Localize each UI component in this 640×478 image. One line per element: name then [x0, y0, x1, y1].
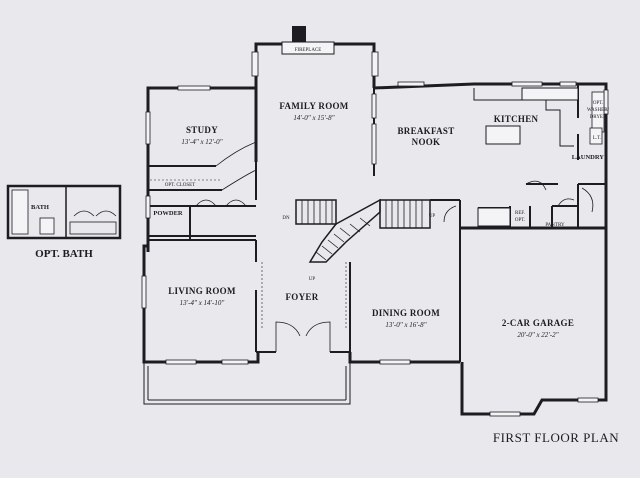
stairs [295, 198, 431, 263]
plan-title: FIRST FLOOR PLAN [493, 430, 619, 445]
lt-label: L.T. [593, 136, 601, 141]
dining-room-label: DINING ROOM [372, 308, 440, 318]
pantry-label: PANTRY [545, 223, 565, 228]
garage-label: 2-CAR GARAGE [502, 318, 574, 328]
opt-bath-drawing [6, 184, 122, 240]
stairs-up-top-label: UP [429, 214, 436, 219]
stairs-dn-label: DN [282, 216, 290, 221]
breakfast-label-1: BREAKFAST [397, 126, 454, 136]
opening-lines [150, 179, 347, 330]
ref-label-1: REF. [515, 211, 525, 216]
garage-dims: 20'-0" x 22'-2" [517, 331, 558, 339]
dining-room-dims: 13'-0" x 16'-8" [385, 321, 426, 329]
laundry-appliances [589, 91, 605, 145]
living-room-label: LIVING ROOM [168, 286, 236, 296]
powder-label: POWDER [153, 210, 183, 217]
family-room-label: FAMILY ROOM [279, 101, 348, 111]
stairs-up-bottom-label: UP [309, 277, 316, 282]
opt-closet-label: OPT. CLOSET [165, 183, 195, 188]
laundry-label: LAUNDRY [572, 154, 605, 161]
ref-label-2: OPT. [515, 218, 525, 223]
fireplace-label: FIREPLACE [295, 48, 322, 53]
opt-washer-label: OPT. [593, 101, 603, 106]
foyer-label: FOYER [286, 292, 319, 302]
doors [195, 141, 594, 352]
dryer-label: DRYER [590, 115, 607, 120]
front-porch [143, 362, 351, 405]
breakfast-label-2: NOOK [412, 137, 441, 147]
living-room-dims: 13'-4" x 14'-10" [180, 299, 225, 307]
study-dims: 13'-4" x 12'-0" [181, 138, 222, 146]
study-label: STUDY [186, 125, 218, 135]
washer-label: WASHER/ [587, 108, 610, 113]
kitchen-label: KITCHEN [494, 114, 539, 124]
windows [141, 51, 609, 417]
family-room-dims: 14'-0" x 15'-8" [293, 114, 334, 122]
opt-bath-room-label: BATH [31, 204, 49, 211]
opt-bath-title: OPT. BATH [35, 248, 93, 260]
kitchen-counters [473, 87, 579, 227]
fireplace [281, 26, 335, 55]
